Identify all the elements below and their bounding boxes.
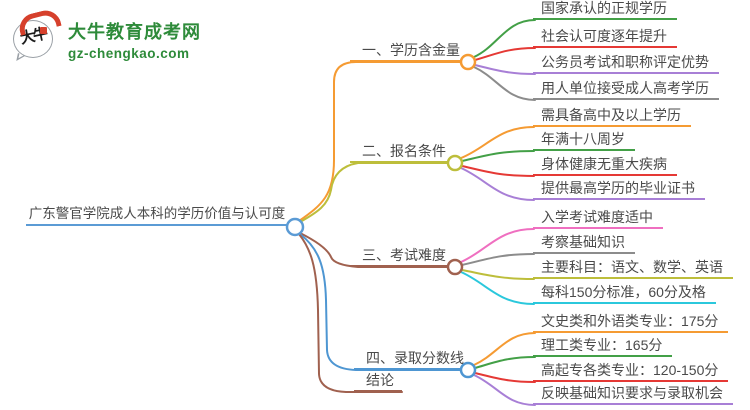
branch-label-2: 二、报名条件 (350, 142, 448, 163)
leaf-node: 理工类专业：165分 (533, 336, 673, 357)
leaf-node: 提供最高学历的毕业证书 (533, 179, 705, 200)
leaf-node: 社会认可度逐年提升 (533, 27, 677, 48)
branch-3-node-circle (446, 258, 464, 276)
central-topic: 广东警官学院成人本科的学历价值与认可度 (26, 205, 288, 226)
leaf-node: 入学考试难度适中 (533, 208, 663, 229)
branch-5-connector (298, 233, 403, 393)
leaf-node: 身体健康无重大疾病 (533, 155, 677, 176)
leaf-node: 反映基础知识要求与录取机会 (533, 384, 733, 405)
branch-4-node-circle (459, 361, 477, 379)
leaf-node: 考察基础知识 (533, 233, 635, 254)
logo-red-seal-icon (40, 27, 47, 34)
branch-4-connector (299, 233, 536, 406)
branch-1-connector (298, 19, 536, 222)
leaf-node: 公务员考试和职称评定优势 (533, 53, 719, 74)
leaf-node: 主要科目：语文、数学、英语 (533, 258, 733, 279)
site-name: 大牛教育成考网 (68, 22, 201, 42)
branch-1-node-circle (459, 53, 477, 71)
leaf-node: 用人单位接受成人高考学历 (533, 79, 719, 100)
site-url: gz-chengkao.com (68, 46, 190, 61)
central-node-circle (285, 217, 305, 237)
branch-2-node-circle (446, 154, 464, 172)
leaf-node: 需具备高中及以上学历 (533, 106, 691, 127)
branch-label-1: 一、学历含金量 (350, 41, 461, 62)
leaf-node: 每科150分标准，60分及格 (533, 283, 716, 304)
leaf-node: 国家承认的正规学历 (533, 0, 677, 20)
branch-3-connector (299, 228, 535, 305)
site-logo: 大牛 大牛教育成考网 gz-chengkao.com (10, 7, 201, 63)
leaf-node: 年满十八周岁 (533, 130, 635, 151)
logo-bubble-icon: 大牛 (10, 7, 62, 63)
branch-label-4: 四、录取分数线 (354, 349, 464, 370)
leaf-node: 文史类和外语类专业：175分 (533, 312, 729, 333)
branch-label-3: 三、考试难度 (350, 246, 447, 267)
leaf-node: 高起专各类专业：120-150分 (533, 361, 729, 382)
branch-label-conclusion: 结论 (354, 371, 402, 392)
branch-2-connector (299, 126, 535, 223)
